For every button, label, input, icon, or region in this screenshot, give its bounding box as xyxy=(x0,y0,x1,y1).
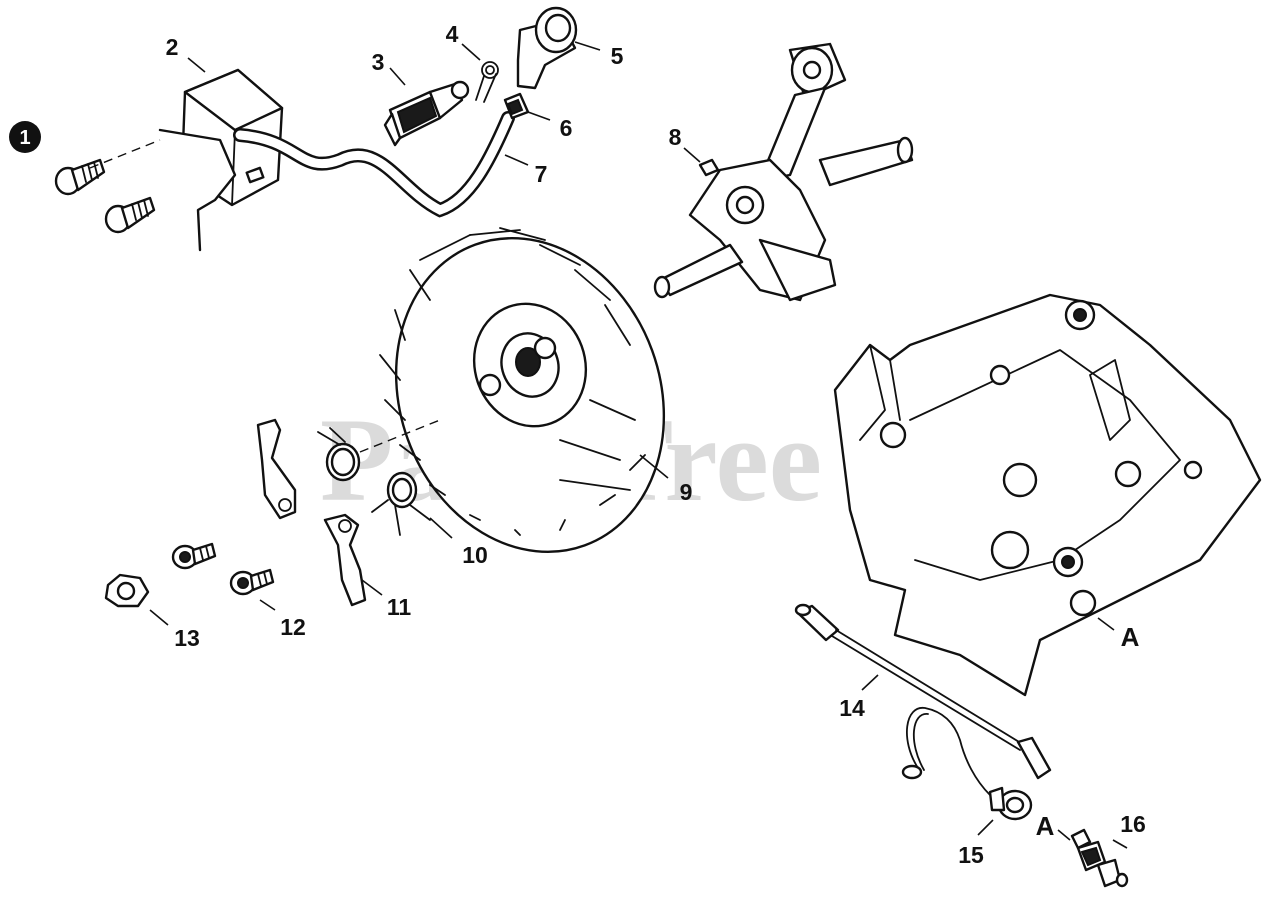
callout-13: 13 xyxy=(174,625,200,651)
callout-9: 9 xyxy=(680,479,693,505)
callout-14: 14 xyxy=(839,695,865,721)
callout-11: 11 xyxy=(387,594,412,620)
crankshaft-assembly xyxy=(653,42,914,302)
callout-15: 15 xyxy=(958,842,984,868)
part-2-ignition-coil: 2 xyxy=(158,34,284,252)
callout-12: 12 xyxy=(280,614,306,640)
callout-3: 3 xyxy=(372,49,385,75)
part-16-switch: 16 A xyxy=(1036,811,1146,888)
callout-5: 5 xyxy=(611,43,624,69)
part-10-spring: 10 xyxy=(317,419,488,568)
part-9-flywheel: 9 xyxy=(379,227,693,553)
part-11-pawls: 11 xyxy=(256,418,412,620)
part-12-screws: 12 xyxy=(171,542,306,640)
part-5-spark-plug-boot: 5 xyxy=(516,6,624,90)
callout-16: 16 xyxy=(1120,811,1146,837)
callout-badge-1 xyxy=(9,121,41,153)
callout-a-housing: A xyxy=(1121,622,1140,652)
part-14-lead-wire: 14 xyxy=(794,603,1052,780)
callout-6: 6 xyxy=(560,115,573,141)
part-13-nut: 13 xyxy=(104,573,200,651)
callout-8: 8 xyxy=(669,124,682,150)
part-15-ground-wire: 15 xyxy=(901,707,1033,868)
callout-1: 1 xyxy=(19,127,30,149)
part-4-spring-clip: 4 xyxy=(446,21,499,103)
callout-10: 10 xyxy=(462,542,488,568)
crankcase-housing: A xyxy=(833,293,1262,697)
part-1-screws: 1 xyxy=(9,121,161,234)
callout-2: 2 xyxy=(166,34,179,60)
part-6-sleeve: 6 xyxy=(503,92,573,141)
part-8-key: 8 xyxy=(669,124,720,177)
screw-upper xyxy=(54,158,106,196)
part-3-spark-plug: 3 xyxy=(372,49,470,147)
callout-4: 4 xyxy=(446,21,459,47)
callout-a-switch: A xyxy=(1036,811,1055,841)
part-7-ignition-lead: 7 xyxy=(233,111,548,218)
callout-7: 7 xyxy=(535,161,548,187)
screw-lower xyxy=(104,196,156,234)
